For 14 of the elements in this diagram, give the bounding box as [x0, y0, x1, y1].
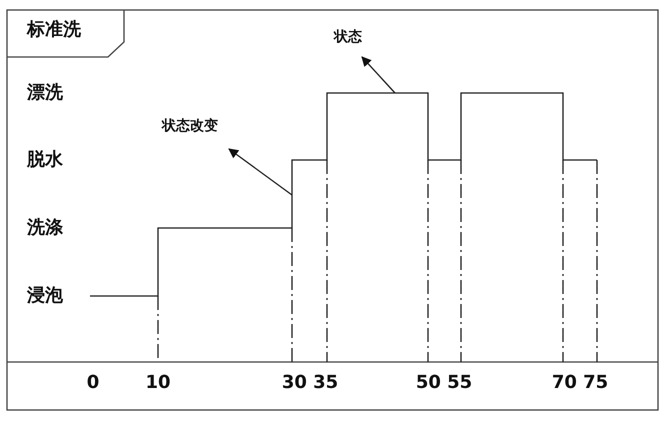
- annotation-arrow: [228, 148, 292, 196]
- diagram-title: 标准洗: [27, 21, 81, 39]
- state-label: 浸泡: [27, 287, 63, 305]
- annotation-label: 状态: [334, 30, 362, 44]
- annotation-label: 状态改变: [162, 119, 218, 133]
- time-tick-label: 50 55: [416, 374, 472, 392]
- time-tick-label: 0: [86, 374, 100, 392]
- time-tick-label: 70 75: [552, 374, 608, 392]
- state-label: 洗涤: [27, 219, 63, 237]
- annotation-arrow: [361, 56, 396, 94]
- state-label: 脱水: [27, 151, 63, 169]
- state-label: 漂洗: [27, 84, 63, 102]
- time-tick-label: 10: [145, 374, 171, 392]
- time-tick-label: 30 35: [282, 374, 338, 392]
